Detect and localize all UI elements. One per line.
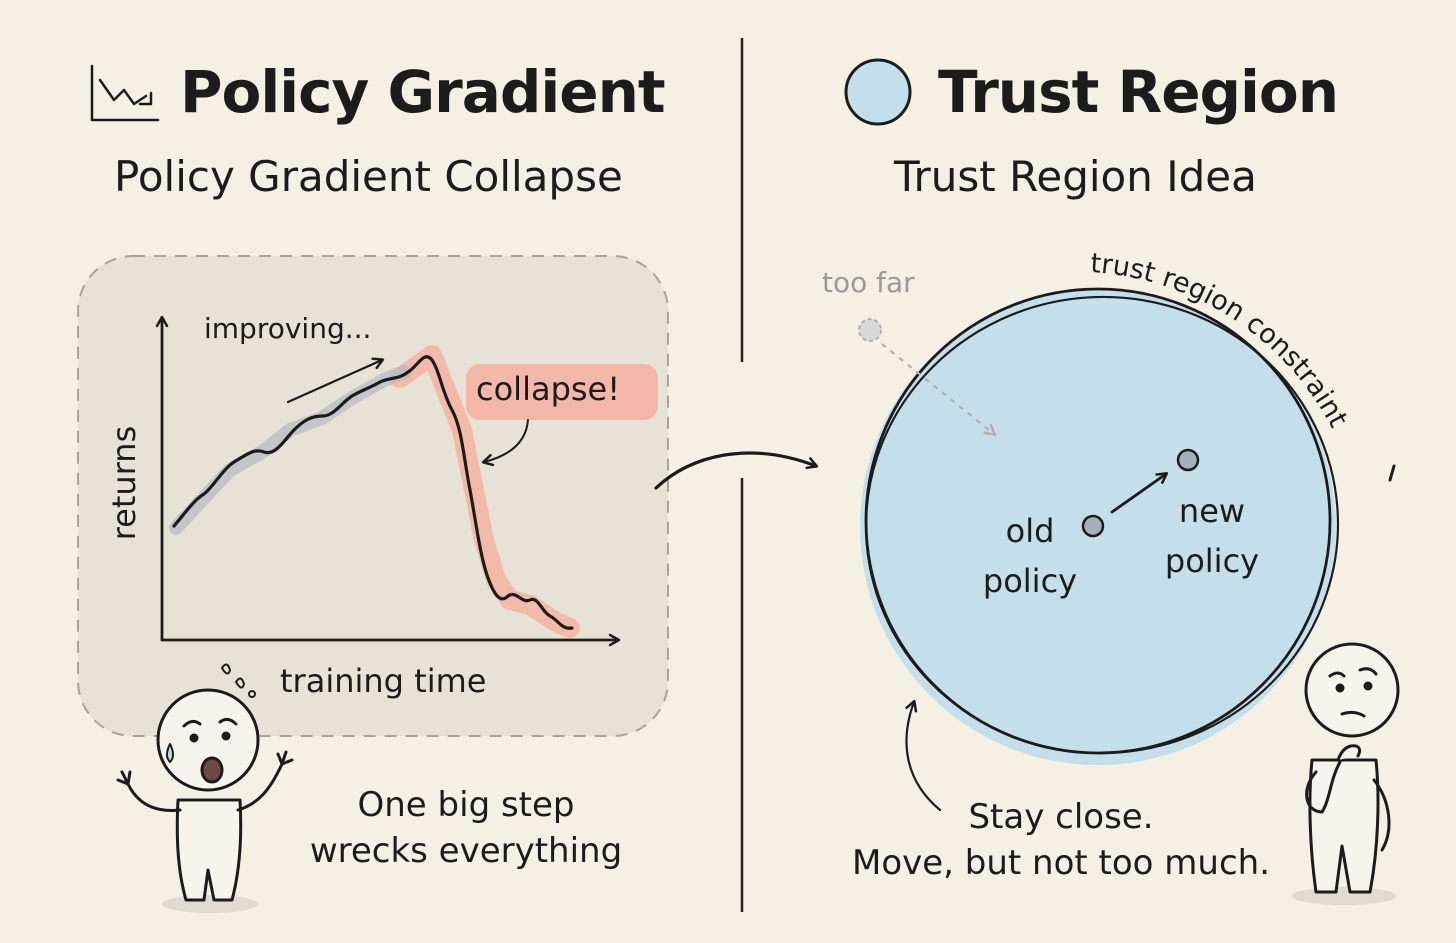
old-policy-line1: old [1005,512,1055,550]
collapse-highlight [390,345,580,638]
left-title: Policy Gradient [180,58,666,126]
too-far-point [858,318,882,342]
left-caption-line1: One big step [357,785,575,825]
x-axis-label: training time [280,662,487,700]
too-far-arrow [881,343,997,437]
right-caption-line1: Stay close. [968,797,1154,837]
right-caption-line2: Move, but not too much. [851,843,1270,883]
right-caption: Stay close. Move, but not too much. [846,794,1276,886]
constraint-tick [1388,464,1396,482]
trust-region-boundary-sketch [864,295,1340,755]
new-policy-line1: new [1178,492,1246,530]
too-far-label: too far [822,266,915,299]
chart-decline-icon [90,64,160,122]
thinking-figure-icon [1292,642,1400,905]
old-policy-label: old policy [970,506,1090,606]
collapse-annotation: collapse! [476,370,621,408]
new-policy-point [1176,448,1200,472]
improving-annotation: improving... [204,312,372,345]
y-axis-label: returns [105,425,143,541]
caption-pointer-arrow [905,699,942,812]
right-title: Trust Region [938,58,1339,126]
returns-curve [172,355,574,630]
old-policy-point [1081,514,1105,538]
collapse-pointer-arrow [481,419,529,467]
old-policy-line2: policy [982,562,1078,600]
circle-icon [844,58,912,126]
transition-arrow [654,451,819,490]
policy-step-arrow [1110,472,1169,514]
collapse-bubble [466,364,658,420]
new-policy-label: new policy [1150,486,1274,586]
chart-axes [155,315,621,647]
right-subtitle: Trust Region Idea [894,152,1257,201]
left-caption-line2: wrecks everything [309,831,623,871]
sweat-drops-icon [220,663,256,698]
new-policy-line2: policy [1164,542,1260,580]
left-caption: One big step wrecks everything [296,782,636,874]
improving-arrow [286,357,385,404]
left-subtitle: Policy Gradient Collapse [114,152,623,201]
worried-figure-icon [116,688,294,913]
